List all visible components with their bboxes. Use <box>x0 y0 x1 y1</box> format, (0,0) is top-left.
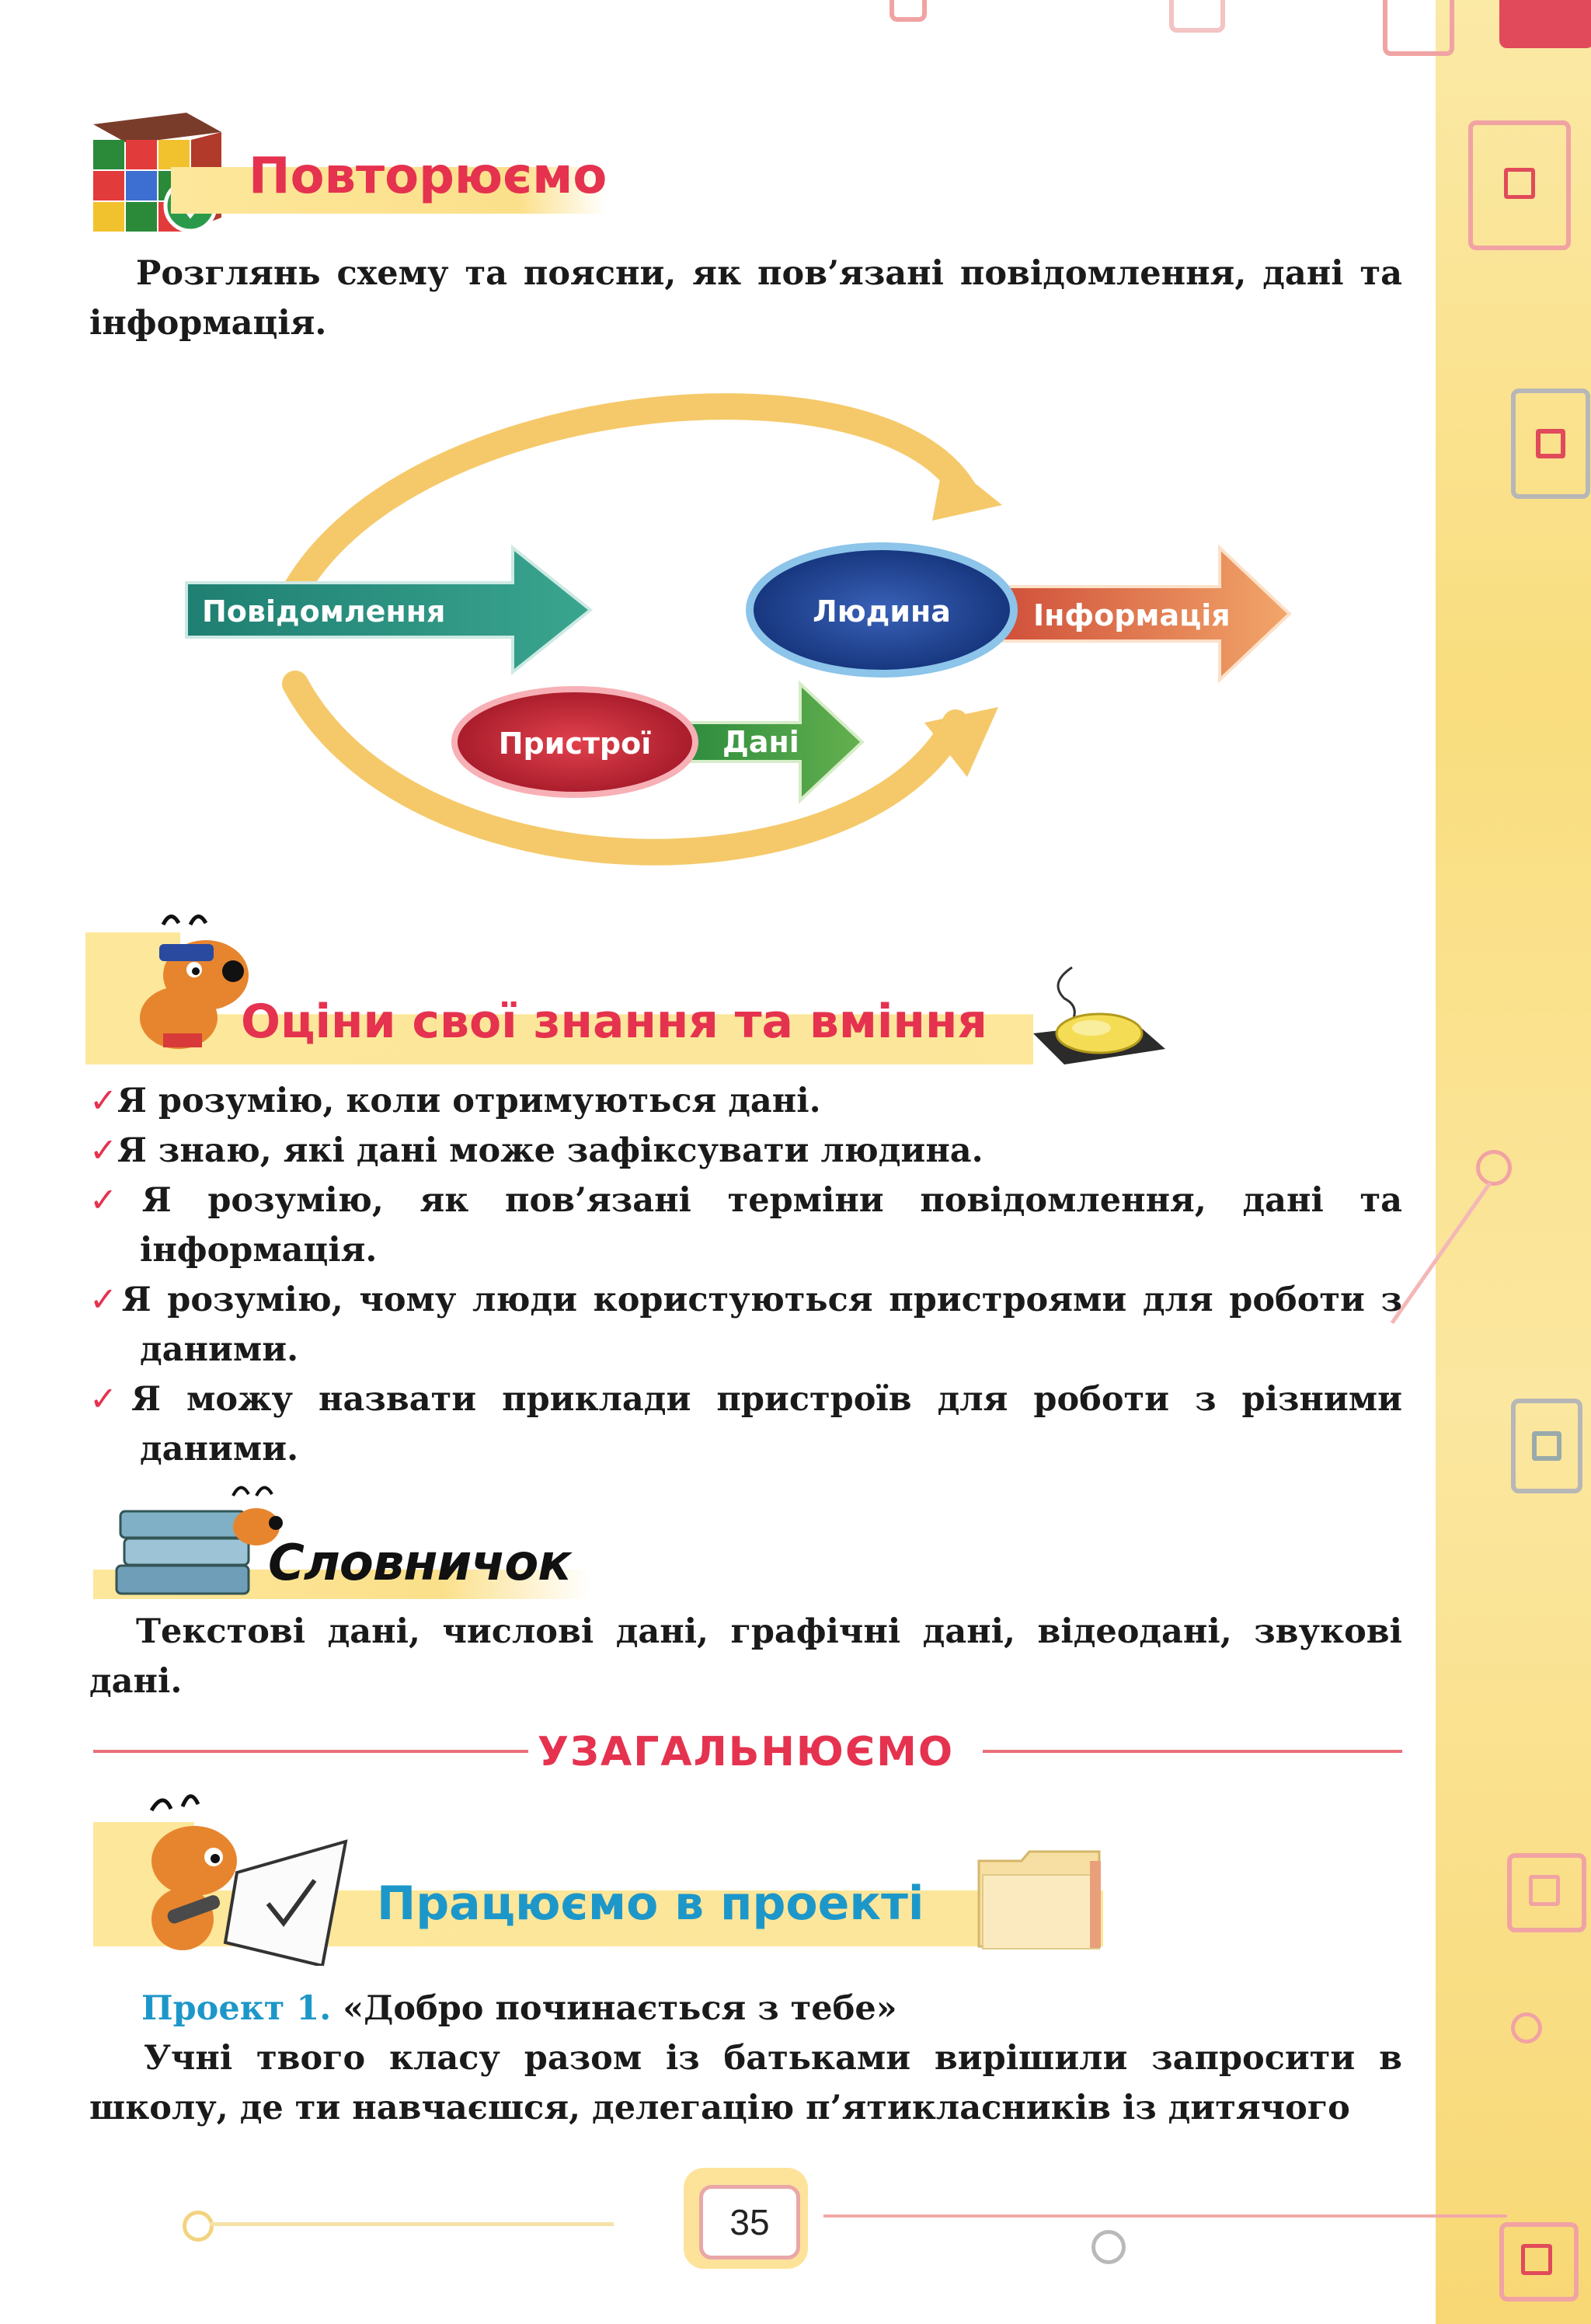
heading-underline <box>171 167 606 214</box>
project-label: Проект 1. <box>141 1989 332 2028</box>
assess-item: ✓Я розумію, як пов’язані терміни повідом… <box>89 1181 1402 1270</box>
dog-with-tablet-icon <box>149 1794 348 1966</box>
messages-label: Повідомлення <box>202 594 445 629</box>
decor-square <box>1499 2222 1579 2301</box>
decor-square <box>1511 388 1590 499</box>
decor-square <box>1511 1399 1582 1493</box>
divider-line <box>983 1750 1402 1753</box>
computer-mouse-icon <box>1033 966 1165 1064</box>
summary-heading: УЗАГАЛЬНЮЄМО <box>537 1729 955 1775</box>
devices-node: Пристрої <box>451 686 698 798</box>
check-icon: ✓ <box>89 1280 122 1319</box>
assess-item: ✓Я розумію, коли отримуються дані. <box>89 1082 821 1120</box>
lower-curve-arrow <box>282 671 969 866</box>
check-icon: ✓ <box>89 1181 142 1220</box>
person-label: Людина <box>813 594 951 629</box>
repeat-text: Розглянь схему та поясни, як пов’язані п… <box>89 254 1402 343</box>
decor-square <box>1383 0 1454 56</box>
decor-square <box>1169 0 1225 33</box>
page-number-badge: 35 <box>684 2168 808 2269</box>
dog-mascot-icon <box>140 915 249 1049</box>
folder-icon <box>977 1850 1101 1949</box>
decorative-sidebar <box>1436 0 1591 2324</box>
project-title-line: Проект 1. «Добро починається з тебе» <box>141 1984 1400 2033</box>
repeat-heading: Повторюємо <box>249 148 608 205</box>
check-icon: ✓ <box>89 1380 132 1419</box>
project-text: Учні твого класу разом із батьками виріш… <box>89 2039 1402 2127</box>
project-name: «Добро починається з тебе» <box>343 1989 897 2028</box>
check-icon: ✓ <box>89 1131 118 1170</box>
decor-square <box>1507 1853 1586 1932</box>
decor-square <box>889 0 927 22</box>
data-arrow: Дані <box>682 680 865 804</box>
assess-item: ✓Я можу назвати приклади пристроїв для р… <box>89 1380 1403 1469</box>
books-icon <box>115 1486 283 1595</box>
assess-item: ✓Я знаю, які дані може зафіксувати людин… <box>89 1131 983 1170</box>
decor-circle <box>183 2211 214 2242</box>
decor-circle <box>1511 2012 1542 2044</box>
data-label: Дані <box>722 725 799 759</box>
page-number: 35 <box>699 2185 800 2260</box>
information-label: Інформація <box>1033 598 1231 632</box>
upper-curve-arrow <box>282 393 977 604</box>
check-icon: ✓ <box>89 1082 118 1120</box>
lower-curve-arrowhead <box>924 707 998 777</box>
project-heading: Працюємо в проекті <box>377 1876 924 1931</box>
person-node: Людина <box>746 542 1018 678</box>
upper-curve-arrowhead <box>932 458 1002 521</box>
assess-item: ✓Я розумію, чому люди користуються прист… <box>89 1280 1402 1369</box>
information-diagram: Повідомлення Інформація Людина Дані Прис… <box>185 393 1292 866</box>
decor-circle <box>1476 1150 1512 1186</box>
glossary-text: Текстові дані, числові дані, графічні да… <box>89 1612 1402 1701</box>
assess-heading: Оціни свої знання та вміння <box>241 995 987 1049</box>
information-arrow: Інформація <box>1001 544 1292 684</box>
decor-square <box>1468 120 1571 250</box>
decor-line <box>823 2214 1507 2218</box>
divider-line <box>93 1750 528 1753</box>
decor-square <box>1499 0 1591 48</box>
decor-line <box>210 2222 614 2226</box>
decor-circle <box>1091 2230 1126 2264</box>
glossary-heading: Словничок <box>268 1535 572 1592</box>
messages-arrow: Повідомлення <box>185 544 594 676</box>
devices-label: Пристрої <box>499 726 652 761</box>
